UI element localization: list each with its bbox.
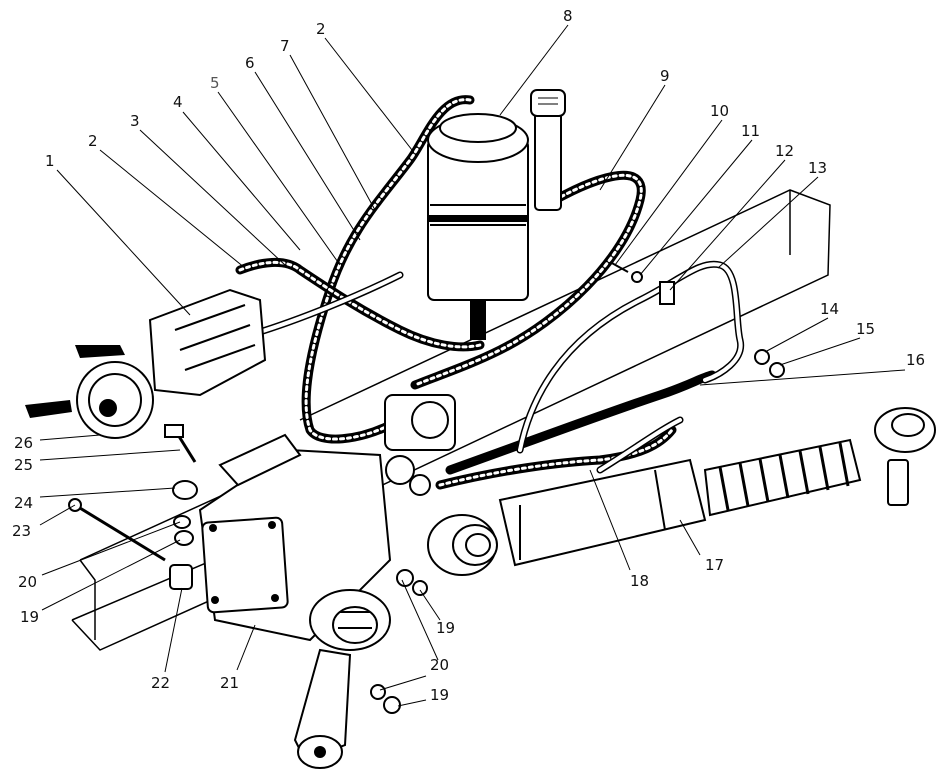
steering-gearbox [198, 433, 392, 769]
metal-tubes [246, 260, 745, 474]
power-cylinder [427, 407, 936, 576]
pressure-hoses [235, 95, 717, 490]
steering-pump [25, 288, 267, 439]
small-parts [68, 261, 785, 714]
callout-6: 6 [245, 54, 255, 72]
leader-lines [39, 24, 906, 707]
callout-4: 4 [173, 93, 183, 111]
callout-7: 7 [280, 37, 290, 55]
callout-2a: 2 [88, 132, 98, 150]
callout-12: 12 [775, 142, 794, 160]
callout-10: 10 [710, 102, 729, 120]
callout-2b: 2 [316, 20, 326, 38]
callout-22: 22 [151, 674, 170, 692]
callout-3: 3 [130, 112, 140, 130]
callout-25: 25 [14, 456, 33, 474]
frame-rail [71, 189, 831, 651]
callout-26: 26 [14, 434, 33, 452]
callout-16: 16 [906, 351, 925, 369]
callout-20b: 20 [18, 573, 37, 591]
callout-18: 18 [630, 572, 649, 590]
callout-21: 21 [220, 674, 239, 692]
callout-5: 5 [210, 74, 220, 92]
callout-9: 9 [660, 67, 670, 85]
callout-labels: 1 2 2 3 4 5 6 7 8 9 10 11 12 13 14 15 16… [12, 7, 925, 704]
callout-19c: 19 [20, 608, 39, 626]
callout-15: 15 [856, 320, 875, 338]
callout-14: 14 [820, 300, 839, 318]
fluid-reservoir [427, 89, 566, 340]
callout-8: 8 [563, 7, 573, 25]
callout-24: 24 [14, 494, 33, 512]
control-valve [384, 394, 456, 496]
callout-20a: 20 [430, 656, 449, 674]
callout-17: 17 [705, 556, 724, 574]
callout-19b: 19 [430, 686, 449, 704]
callout-19a: 19 [436, 619, 455, 637]
callout-11: 11 [741, 122, 760, 140]
callout-23: 23 [12, 522, 31, 540]
callout-13: 13 [808, 159, 827, 177]
callout-1: 1 [45, 152, 55, 170]
